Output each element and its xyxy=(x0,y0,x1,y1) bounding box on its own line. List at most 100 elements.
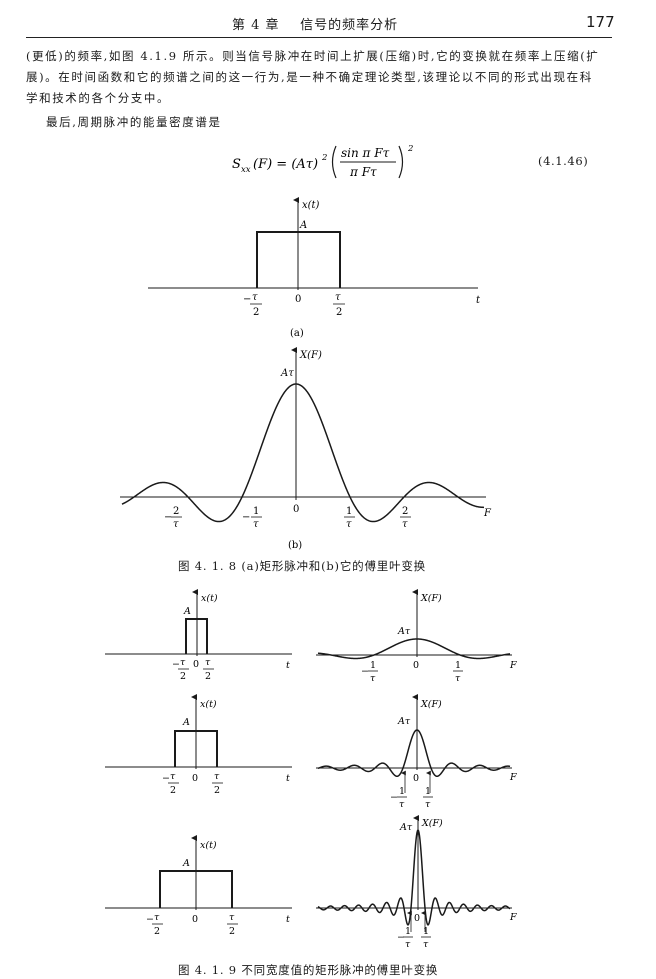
pulse-shape xyxy=(185,618,208,654)
axis-label-t: t xyxy=(286,914,290,925)
axis-label-t: t xyxy=(286,660,290,671)
eq-lhs: S xyxy=(232,157,241,172)
tick-num-1: 1 xyxy=(455,660,461,671)
tick-den-tau: τ xyxy=(423,939,429,950)
tick-num-tau: τ xyxy=(205,657,211,668)
amplitude-label-A: A xyxy=(299,220,307,231)
amplitude-label-A: A xyxy=(182,717,190,728)
peak-label-Atau: Aτ xyxy=(397,716,411,727)
minus-sign: − xyxy=(164,512,172,523)
tick-den-2: 2 xyxy=(229,926,235,937)
minus-sign: − xyxy=(162,773,170,784)
eq-left-paren xyxy=(331,145,337,179)
pulse-shape xyxy=(256,231,341,288)
page-number: 177 xyxy=(586,13,615,31)
running-header: 第 4 章 信号的频率分析 xyxy=(232,14,398,33)
tick-den-2: 2 xyxy=(336,307,342,318)
tick-den-2: 2 xyxy=(180,671,186,682)
eq-outer-exp: 2 xyxy=(407,144,413,154)
minus-sign: − xyxy=(146,914,154,925)
tick-den-tau: τ xyxy=(253,519,259,530)
eq-arg: (F) = (Aτ) xyxy=(253,157,318,172)
axis-label-F: F xyxy=(509,660,517,671)
tick-den-tau: τ xyxy=(399,799,405,810)
eq-numerator: sin π Fτ xyxy=(341,146,390,160)
peak-label-Atau: Aτ xyxy=(397,626,411,637)
tick-num-1: 1 xyxy=(399,786,405,797)
tick-den-tau: τ xyxy=(455,673,461,684)
tick-num-tau: τ xyxy=(229,912,235,923)
tick-num-1: 1 xyxy=(346,506,352,517)
tick-num-1: 1 xyxy=(423,926,429,937)
sinc-curve xyxy=(121,383,485,523)
origin-label: 0 xyxy=(295,294,301,305)
sinc-curve xyxy=(317,828,511,926)
tick-den-tau: τ xyxy=(346,519,352,530)
amplitude-label-A: A xyxy=(182,858,190,869)
fig-4-1-9-row3-pulse: x(t) A 0 t − τ 2 τ 2 xyxy=(105,835,292,937)
minus-sign: − xyxy=(172,659,180,670)
origin-label: 0 xyxy=(413,660,419,671)
eq-lhs-sub: xx xyxy=(241,165,251,175)
sinc-curve xyxy=(317,638,511,660)
chapter-label: 第 4 章 xyxy=(232,18,280,33)
origin-label: 0 xyxy=(192,773,198,784)
tick-num-1: 1 xyxy=(253,506,259,517)
peak-label-Atau: Aτ xyxy=(399,822,413,833)
axis-label-t: t xyxy=(476,295,481,306)
axis-label-xt: x(t) xyxy=(201,593,218,604)
axis-label-xt: x(t) xyxy=(302,200,320,211)
tick-den-2: 2 xyxy=(253,307,259,318)
tick-num-tau: τ xyxy=(335,292,341,303)
axis-label-F: F xyxy=(509,772,517,783)
pulse-shape xyxy=(159,870,233,908)
header-rule xyxy=(26,37,612,38)
fig-4-1-9-row2-spectrum: X(F) Aτ 0 F − 1 τ 1 τ xyxy=(316,694,517,810)
minus-sign: − xyxy=(242,512,250,523)
tick-den-tau: τ xyxy=(425,799,431,810)
equation-4-1-46: S xx (F) = (Aτ) 2 sin π Fτ π Fτ 2 xyxy=(232,144,413,179)
axis-label-XF: X(F) xyxy=(421,818,443,829)
fig-4-1-8b-sinc: X(F) Aτ 0 F − 2 τ − 1 τ 1 τ 2 τ (b) xyxy=(120,347,492,551)
equation-number: (4.1.46) xyxy=(538,154,589,168)
tick-num-1: 1 xyxy=(425,786,431,797)
tick-num-2: 2 xyxy=(173,506,179,517)
tick-num-tau: τ xyxy=(154,912,160,923)
sinc-curve xyxy=(317,729,511,778)
minus-sign: − xyxy=(243,294,251,305)
tick-den-tau: τ xyxy=(405,939,411,950)
origin-label: 0 xyxy=(192,914,198,925)
axis-label-t: t xyxy=(286,773,290,784)
eq-denominator: π Fτ xyxy=(349,165,377,179)
fig-4-1-8a-rect-pulse: x(t) A 0 t − τ 2 τ 2 (a) xyxy=(148,197,481,339)
tick-den-2: 2 xyxy=(170,785,176,796)
paragraph-line-1: (更低)的频率,如图 4.1.9 所示。则当信号脉冲在时间上扩展(压缩)时,它的… xyxy=(26,49,600,63)
origin-label: 0 xyxy=(193,659,199,670)
chapter-title: 信号的频率分析 xyxy=(300,18,399,33)
paragraph-line-4: 最后,周期脉冲的能量密度谱是 xyxy=(46,115,222,129)
origin-label: 0 xyxy=(414,913,420,924)
axis-label-XF: X(F) xyxy=(299,350,322,361)
fig-4-1-9-row2-pulse: x(t) A 0 t − τ 2 τ 2 xyxy=(105,694,292,796)
axis-label-xt: x(t) xyxy=(200,840,217,851)
subfig-label-a: (a) xyxy=(290,328,304,339)
tick-num-tau: τ xyxy=(180,657,186,668)
paragraph-line-2: 展)。在时间函数和它的频谱之间的这一行为,是一种不确定理论类型,该理论以不同的形… xyxy=(26,70,593,84)
fig-4-1-9-row1-spectrum: X(F) Aτ 0 F − 1 τ 1 τ xyxy=(316,589,517,684)
axis-label-XF: X(F) xyxy=(420,699,442,710)
eq-exp: 2 xyxy=(321,153,327,163)
minus-sign: − xyxy=(390,792,398,803)
pulse-shape xyxy=(174,730,218,767)
peak-label-Atau: Aτ xyxy=(280,368,294,379)
minus-sign: − xyxy=(397,932,405,943)
tick-den-2: 2 xyxy=(205,671,211,682)
figure-caption-4-1-9: 图 4. 1. 9 不同宽度值的矩形脉冲的傅里叶变换 xyxy=(178,963,439,977)
eq-right-paren xyxy=(398,145,404,179)
tick-den-tau: τ xyxy=(402,519,408,530)
fig-4-1-9-row3-spectrum: X(F) Aτ 0 F − 1 τ 1 τ xyxy=(316,815,517,950)
origin-label: 0 xyxy=(293,504,299,515)
axis-label-XF: X(F) xyxy=(420,593,442,604)
tick-num-tau: τ xyxy=(170,771,176,782)
fig-4-1-9-row1-pulse: x(t) A 0 t − τ 2 τ 2 xyxy=(105,589,292,682)
